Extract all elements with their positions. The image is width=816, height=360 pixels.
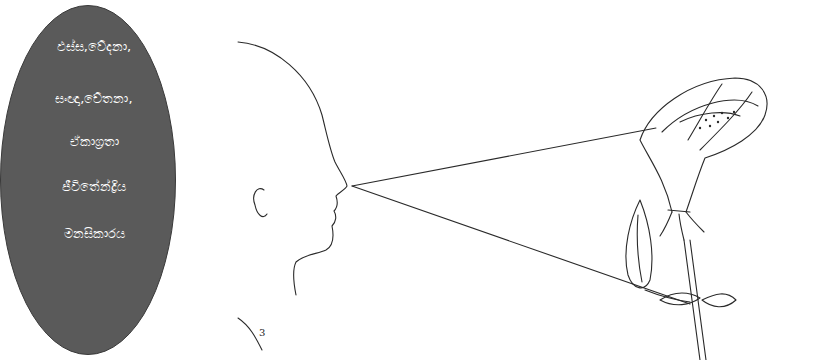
mental-factor: ජීවිතේන්ද්‍රිය: [0, 179, 188, 195]
throat-spots: [699, 111, 735, 129]
calyx: [660, 210, 704, 240]
neck-line: [238, 318, 262, 350]
flower-vein: [688, 84, 752, 150]
leaf: [702, 294, 736, 307]
head-profile: [238, 42, 347, 295]
mind-ellipse: ඵස්ස,වේදනා,සංඥා,චේතනා,ඒකාග්‍රතාජීවිතේන්ද…: [0, 5, 176, 355]
sight-line: [352, 128, 656, 186]
mental-factor: මනසිකාරය: [0, 226, 188, 242]
callout-number: 3: [259, 327, 265, 338]
sight-line: [352, 186, 690, 304]
mental-factor: ඒකාග්‍රතා: [0, 134, 188, 150]
flower-bud: [626, 200, 652, 288]
flower-corolla: [640, 78, 767, 212]
mental-factor: සංඥා,චේතනා,: [0, 91, 188, 107]
mental-factor: ඵස්ස,වේදනා,: [0, 39, 188, 55]
flower-rim: [662, 100, 758, 132]
ear: [254, 189, 267, 217]
leaf: [660, 293, 700, 305]
